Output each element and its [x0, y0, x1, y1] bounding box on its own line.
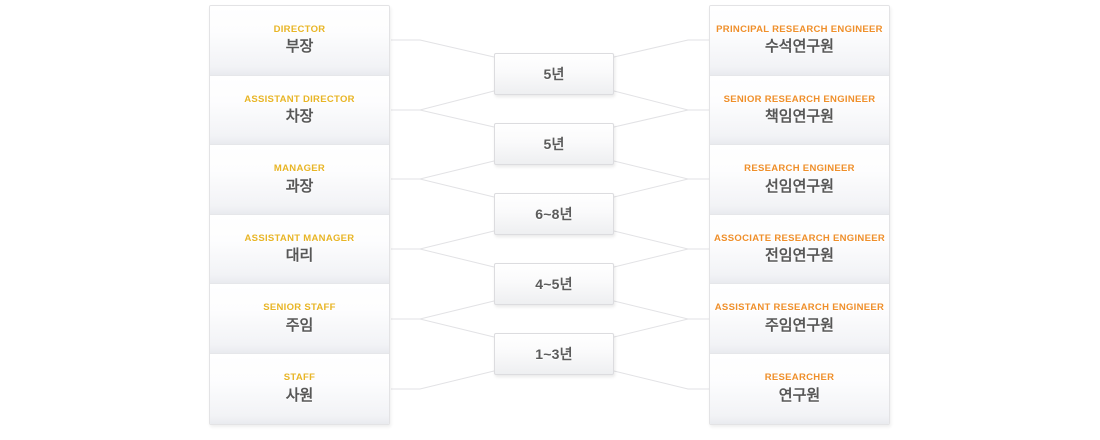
rank-label-en: SENIOR RESEARCH ENGINEER — [723, 93, 876, 105]
year-box-5[interactable]: 1~3년 — [494, 333, 614, 375]
year-label: 5년 — [543, 66, 565, 82]
rank-label-en: SENIOR STAFF — [263, 302, 336, 314]
rank-label-ko: 과장 — [285, 177, 314, 195]
rank-label-ko: 전임연구원 — [764, 247, 834, 265]
rank-label-en: RESEARCH ENGINEER — [744, 163, 855, 175]
rank-label-en: ASSISTANT RESEARCH ENGINEER — [714, 302, 885, 314]
year-box-3[interactable]: 6~8년 — [494, 193, 614, 235]
rank-row-manager[interactable]: MANAGER 과장 — [210, 145, 389, 215]
right-rank-column: PRINCIPAL RESEARCH ENGINEER 수석연구원 SENIOR… — [709, 5, 890, 425]
rank-row-director[interactable]: DIRECTOR 부장 — [210, 6, 389, 76]
year-label: 6~8년 — [535, 206, 573, 222]
left-rank-column: DIRECTOR 부장 ASSISTANT DIRECTOR 차장 MANAGE… — [209, 5, 390, 425]
rank-row-principal-research-engineer[interactable]: PRINCIPAL RESEARCH ENGINEER 수석연구원 — [710, 6, 889, 76]
year-label: 4~5년 — [535, 276, 573, 292]
year-box-4[interactable]: 4~5년 — [494, 263, 614, 305]
rank-label-en: ASSISTANT MANAGER — [244, 232, 355, 244]
rank-label-en: MANAGER — [273, 163, 326, 175]
year-box-1[interactable]: 5년 — [494, 53, 614, 95]
rank-row-assistant-research-engineer[interactable]: ASSISTANT RESEARCH ENGINEER 주임연구원 — [710, 284, 889, 354]
rank-label-ko: 책임연구원 — [764, 107, 834, 125]
rank-label-en: RESEARCHER — [764, 372, 835, 384]
rank-row-senior-staff[interactable]: SENIOR STAFF 주임 — [210, 284, 389, 354]
rank-label-ko: 연구원 — [778, 386, 821, 404]
rank-row-research-engineer[interactable]: RESEARCH ENGINEER 선임연구원 — [710, 145, 889, 215]
rank-row-senior-research-engineer[interactable]: SENIOR RESEARCH ENGINEER 책임연구원 — [710, 75, 889, 146]
rank-label-en: PRINCIPAL RESEARCH ENGINEER — [716, 23, 883, 35]
rank-row-staff[interactable]: STAFF 사원 — [210, 353, 389, 424]
rank-label-ko: 사원 — [285, 386, 314, 404]
year-label: 1~3년 — [535, 346, 573, 362]
rank-label-ko: 주임연구원 — [764, 316, 834, 334]
rank-label-en: ASSISTANT DIRECTOR — [244, 93, 355, 105]
year-label: 5년 — [543, 136, 565, 152]
rank-label-en: ASSOCIATE RESEARCH ENGINEER — [713, 232, 886, 244]
rank-label-en: STAFF — [283, 372, 316, 384]
rank-row-associate-research-engineer[interactable]: ASSOCIATE RESEARCH ENGINEER 전임연구원 — [710, 214, 889, 285]
rank-label-ko: 대리 — [285, 247, 314, 265]
rank-label-ko: 차장 — [285, 107, 314, 125]
rank-label-en: DIRECTOR — [273, 23, 326, 35]
rank-row-assistant-manager[interactable]: ASSISTANT MANAGER 대리 — [210, 214, 389, 285]
rank-label-ko: 수석연구원 — [764, 38, 834, 56]
year-box-2[interactable]: 5년 — [494, 123, 614, 165]
rank-label-ko: 선임연구원 — [764, 177, 834, 195]
rank-label-ko: 부장 — [285, 38, 314, 56]
rank-row-assistant-director[interactable]: ASSISTANT DIRECTOR 차장 — [210, 75, 389, 146]
rank-row-researcher[interactable]: RESEARCHER 연구원 — [710, 353, 889, 424]
rank-label-ko: 주임 — [285, 316, 314, 334]
